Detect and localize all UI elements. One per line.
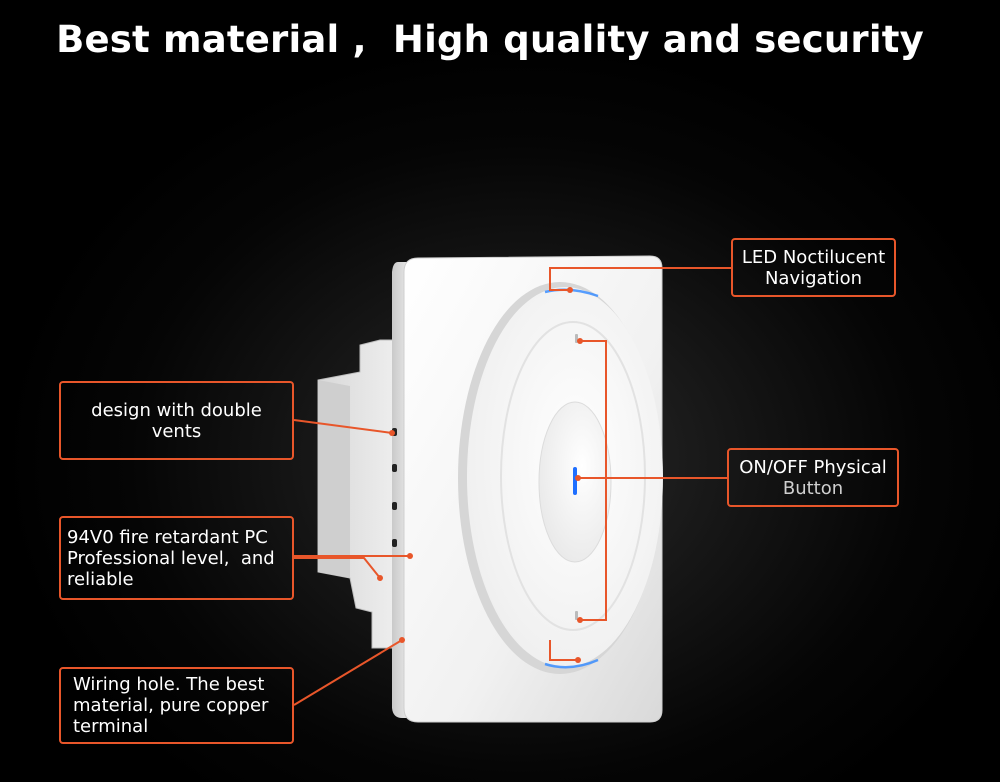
- callout-vents-line-1: design with double: [91, 399, 262, 421]
- indicator-bottom: [575, 611, 578, 620]
- button-led-icon: [573, 467, 577, 495]
- led-arc-bottom: [544, 658, 599, 669]
- callout-double-vents: design with double vents: [59, 381, 294, 460]
- callout-wiring-line-2: material, pure copper: [73, 695, 269, 716]
- disc-inner-ring: [500, 321, 646, 631]
- headline: Best material , High quality and securit…: [56, 18, 924, 61]
- callout-fire-line-1: 94V0 fire retardant PC: [67, 526, 268, 548]
- connector-lines: [293, 267, 731, 706]
- callout-wiring-line-1: Wiring hole. The best: [73, 674, 265, 695]
- callout-onoff-button: ON/OFF Physical Button: [727, 448, 899, 507]
- callout-vents-line-2: vents: [151, 420, 202, 442]
- callout-wiring-line-3: terminal: [73, 716, 149, 737]
- callout-fire-line-3: reliable: [67, 568, 134, 590]
- connector-dots: [377, 287, 583, 663]
- callout-wiring-hole: Wiring hole. The best material, pure cop…: [59, 667, 294, 744]
- callout-onoff-line-2: Button: [782, 477, 844, 499]
- callout-led-navigation: LED Noctilucent Navigation: [731, 238, 896, 297]
- back-housing: [317, 339, 411, 649]
- callout-led-line-1: LED Noctilucent: [741, 246, 886, 268]
- callout-fire-line-2: Professional level, and: [67, 547, 275, 569]
- callout-onoff-line-1: ON/OFF Physical: [739, 456, 887, 478]
- callout-fire-retardant: 94V0 fire retardant PC Professional leve…: [59, 516, 294, 600]
- callout-led-line-2: Navigation: [764, 267, 863, 289]
